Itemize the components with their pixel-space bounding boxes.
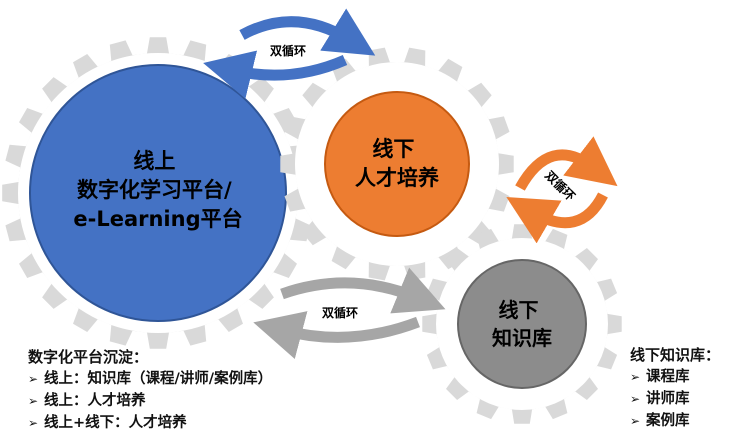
platform-note-list: ➢线上：知识库（课程/讲师/案例库） ➢线上：人才培养 ➢线上+线下：人才培养 xyxy=(28,368,272,434)
knowledge-note: 线下知识库： ➢课程库 ➢讲师库 ➢案例库 xyxy=(630,344,720,432)
arrowhead-bullet-icon: ➢ xyxy=(630,370,641,384)
list-item: ➢线上：人才培养 xyxy=(28,390,272,412)
gear-offline-talent: 线下 人才培养 xyxy=(280,47,514,281)
list-item: ➢线上：知识库（课程/讲师/案例库） xyxy=(28,368,272,390)
gear-offline-knowledge-label: 线下 知识库 xyxy=(492,298,552,350)
cycle-blue-bottom-arrow xyxy=(203,50,348,99)
cycle-blue-top-arrow xyxy=(239,8,376,56)
gear-online-hub xyxy=(29,64,287,322)
knowledge-note-list: ➢课程库 ➢讲师库 ➢案例库 xyxy=(630,366,720,432)
arrowhead-bullet-icon: ➢ xyxy=(28,416,39,430)
cycle-orange: 双循环 xyxy=(506,136,618,244)
cycle-gray-upper-arrow xyxy=(280,267,446,314)
arrowhead-bullet-icon: ➢ xyxy=(28,394,39,408)
gear-offline-talent-label: 线下 人才培养 xyxy=(355,137,439,190)
list-item: ➢讲师库 xyxy=(630,388,720,410)
platform-note-title: 数字化平台沉淀： xyxy=(28,348,149,366)
knowledge-note-title: 线下知识库： xyxy=(630,346,721,364)
list-item: ➢课程库 xyxy=(630,366,720,388)
cycle-orange-upper-arrow xyxy=(515,136,618,191)
arrowhead-bullet-icon: ➢ xyxy=(28,372,39,386)
gear-offline-knowledge-hub xyxy=(457,259,587,389)
gear-offline-talent-hub xyxy=(324,91,470,237)
arrowhead-bullet-icon: ➢ xyxy=(630,414,641,428)
cycle-blue: 双循环 xyxy=(203,8,376,99)
cycle-gray: 双循环 xyxy=(253,267,446,359)
arrowhead-bullet-icon: ➢ xyxy=(630,392,641,406)
gear-online: 线上 数字化学习平台/ e-Learning平台 xyxy=(2,37,314,349)
platform-note: 数字化平台沉淀： ➢线上：知识库（课程/讲师/案例库） ➢线上：人才培养 ➢线上… xyxy=(28,346,272,434)
list-item: ➢线上+线下：人才培养 xyxy=(28,412,272,434)
cycle-orange-lower-arrow xyxy=(506,192,608,244)
cycle-orange-label: 双循环 xyxy=(542,168,578,204)
cycle-gray-label: 双循环 xyxy=(322,305,358,320)
gear-online-label: 线上 数字化学习平台/ e-Learning平台 xyxy=(73,149,242,231)
cycle-gray-lower-arrow xyxy=(253,311,420,359)
cycle-blue-label: 双循环 xyxy=(270,43,306,58)
gear-offline-knowledge: 线下 知识库 xyxy=(422,224,622,424)
list-item: ➢案例库 xyxy=(630,410,720,432)
